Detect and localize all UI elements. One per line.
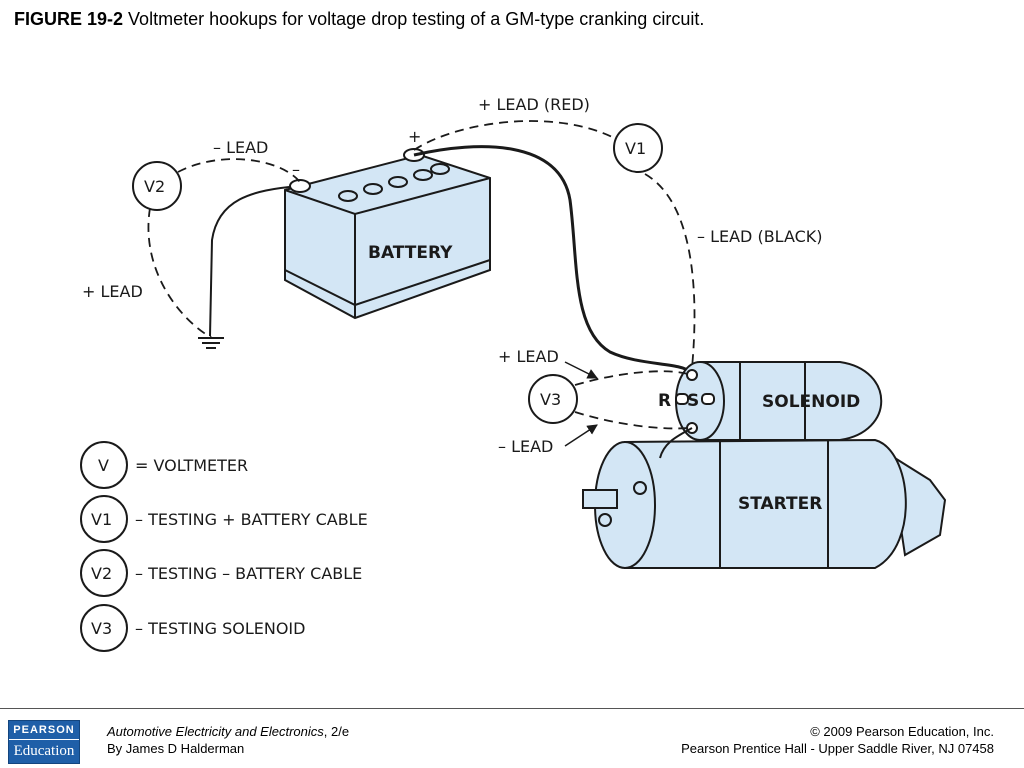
- logo-bottom-text: Education: [13, 743, 75, 759]
- legend-item: V = VOLTMETER: [80, 441, 248, 489]
- solenoid-label: SOLENOID: [762, 392, 860, 412]
- v3-positive-lead-label: + LEAD: [498, 347, 559, 366]
- book-edition: , 2/e: [323, 724, 350, 739]
- battery-positive-sign: +: [408, 127, 421, 146]
- positive-battery-cable: [413, 145, 692, 374]
- v3-meter-label: V3: [540, 390, 561, 409]
- logo-top-text: PEARSON: [9, 721, 79, 740]
- book-author: By James D Halderman: [107, 741, 245, 756]
- starter-label: STARTER: [738, 494, 822, 514]
- solenoid-terminal-r: R: [658, 391, 671, 411]
- legend-symbol: V2: [91, 564, 112, 583]
- starter-motor: [582, 438, 947, 569]
- v1-positive-lead-label: + LEAD (RED): [478, 95, 590, 114]
- legend: V = VOLTMETER V1 – TESTING + BATTERY CAB…: [80, 441, 368, 652]
- legend-item: V1 – TESTING + BATTERY CABLE: [80, 495, 368, 543]
- legend-text: – TESTING SOLENOID: [135, 619, 305, 638]
- v3-negative-lead-label: – LEAD: [498, 437, 553, 456]
- solenoid-to-motor-strap: [659, 427, 693, 459]
- solenoid: [675, 361, 883, 441]
- v1-meter-label: V1: [625, 139, 646, 158]
- v1-negative-lead-label: – LEAD (BLACK): [697, 227, 823, 246]
- v1-positive-lead: [413, 120, 619, 151]
- pearson-logo: PEARSON Education: [8, 720, 80, 764]
- publisher: Pearson Prentice Hall - Upper Saddle Riv…: [681, 741, 994, 756]
- copyright: © 2009 Pearson Education, Inc.: [810, 724, 994, 739]
- legend-item: V3 – TESTING SOLENOID: [80, 604, 305, 652]
- v3-positive-lead: [574, 370, 689, 386]
- slide-footer: PEARSON Education Automotive Electricity…: [0, 708, 1024, 768]
- v2-negative-lead-label: – LEAD: [213, 138, 268, 157]
- legend-symbol: V3: [91, 619, 112, 638]
- battery: [284, 148, 491, 320]
- footer-divider: [0, 708, 1024, 709]
- v3-negative-lead: [574, 411, 689, 430]
- solenoid-terminal-s: S: [687, 391, 699, 411]
- v2-meter-label: V2: [144, 177, 165, 196]
- legend-symbol: V: [98, 456, 109, 475]
- v1-negative-lead: [644, 173, 696, 369]
- figure-number: FIGURE 19-2: [14, 9, 124, 29]
- figure-caption: Voltmeter hookups for voltage drop testi…: [128, 9, 705, 29]
- v2-meter-icon: [132, 161, 182, 211]
- v2-positive-lead: [147, 207, 213, 339]
- cranking-circuit-diagram: BATTERY + – STARTER SOLENOID R S V1 + LE…: [80, 95, 947, 652]
- legend-item: V2 – TESTING – BATTERY CABLE: [80, 549, 362, 597]
- legend-symbol: V1: [91, 510, 112, 529]
- legend-text: = VOLTMETER: [135, 456, 248, 475]
- v1-meter-icon: [613, 123, 663, 173]
- v2-positive-lead-label: + LEAD: [82, 282, 143, 301]
- battery-negative-sign: –: [292, 160, 300, 179]
- book-title-text: Automotive Electricity and Electronics: [107, 724, 324, 739]
- legend-text: – TESTING + BATTERY CABLE: [135, 510, 368, 529]
- legend-text: – TESTING – BATTERY CABLE: [135, 564, 362, 583]
- figure-title: FIGURE 19-2 Voltmeter hookups for voltag…: [14, 9, 704, 30]
- v2-negative-lead: [177, 158, 301, 183]
- battery-label: BATTERY: [368, 243, 453, 263]
- book-title: Automotive Electricity and Electronics, …: [107, 724, 349, 739]
- v3-meter-icon: [528, 374, 578, 424]
